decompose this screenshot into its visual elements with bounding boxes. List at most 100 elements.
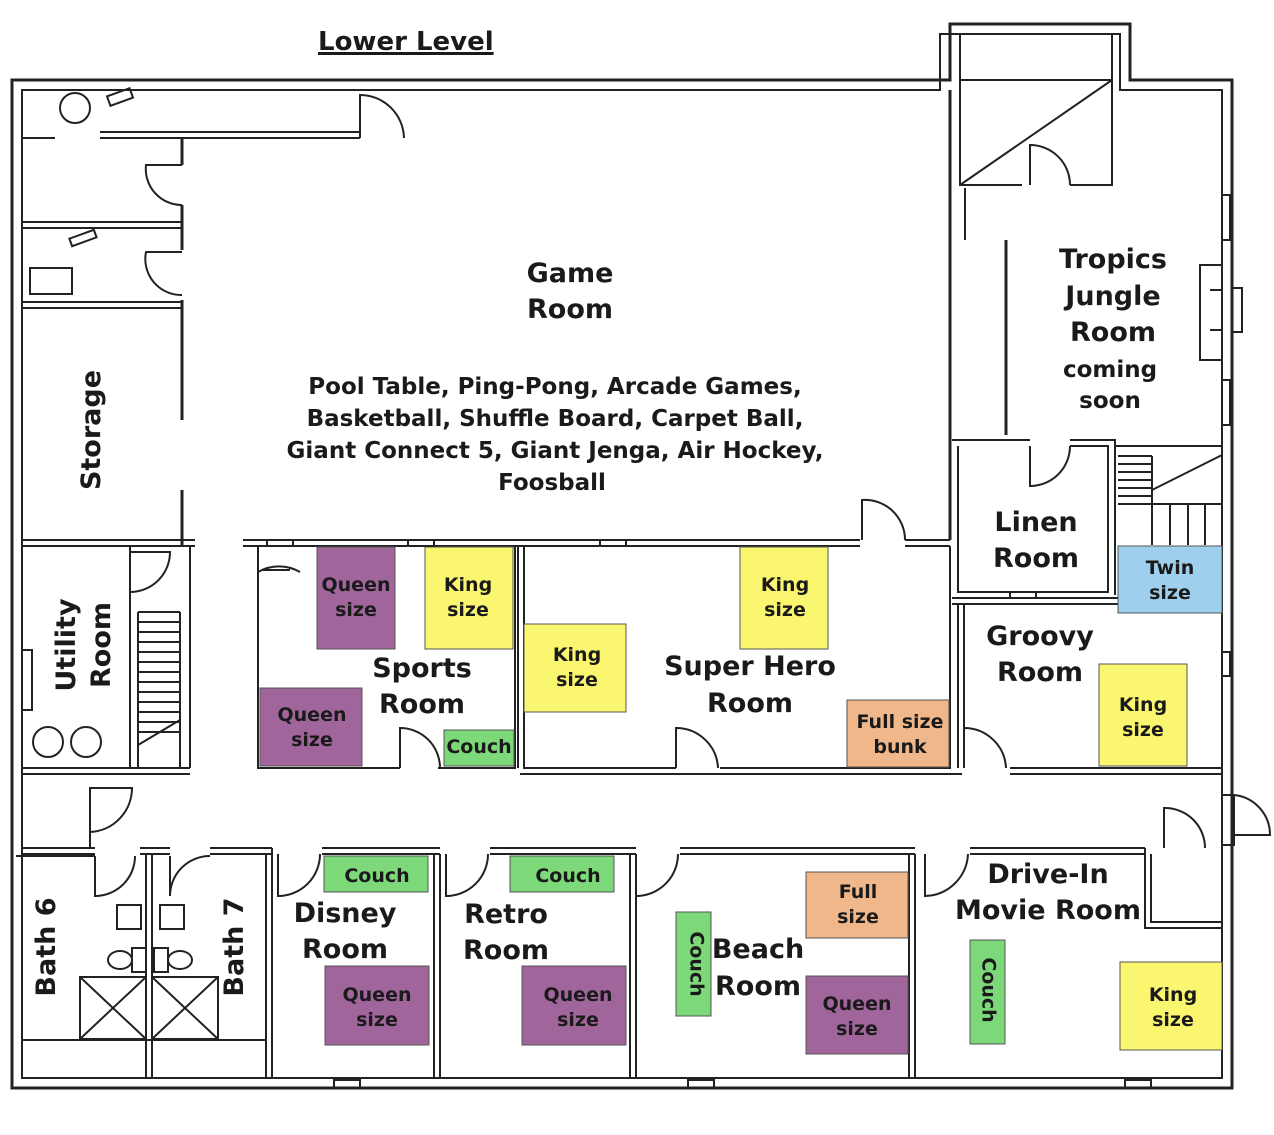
drive-in-room-walls: [924, 847, 1222, 929]
exit-door-frame: [1221, 794, 1235, 846]
groovy-king: King size: [1098, 663, 1188, 767]
super-hero-label-1: Super Hero: [664, 651, 836, 682]
drive-in-label-1: Drive-In: [987, 859, 1108, 890]
retro-label-2: Room: [463, 935, 549, 966]
couch-label: Couch: [344, 865, 409, 887]
drivein-king: King size: [1119, 961, 1223, 1051]
bed-label: Queen: [278, 704, 347, 726]
bed-queen: [324, 965, 430, 1046]
retro-queen: Queen size: [521, 965, 627, 1046]
couch: [443, 729, 515, 767]
bed-queen: [521, 965, 627, 1046]
vent-icon: [687, 1079, 715, 1089]
beach-queen: Queen size: [805, 975, 909, 1055]
hero-bunk: Full size bunk: [846, 699, 950, 768]
sports-queen-bottom: Queen size: [259, 687, 363, 767]
disney-label-2: Room: [302, 934, 388, 965]
groovy-twin: Twin size: [1117, 545, 1223, 614]
tropics-label-2: Jungle: [1063, 281, 1160, 312]
couch-label: Couch: [535, 865, 600, 887]
bed-label: size: [764, 599, 806, 621]
fireplace-icon: [1199, 264, 1223, 361]
outer-walls: [10, 22, 1234, 1090]
bed-label: King: [761, 574, 809, 596]
game-room-south-wall: [243, 498, 950, 547]
appliance-icon: [29, 267, 73, 295]
sports-couch: Couch: [443, 729, 515, 767]
disney-couch: Couch: [323, 855, 429, 893]
tropics-room-walls: [948, 90, 1243, 540]
washer-icon: [32, 726, 64, 758]
bed-label: Queen: [823, 993, 892, 1015]
utility-label-2: Room: [86, 602, 117, 688]
storage-label: Storage: [76, 370, 107, 490]
bed-king: [1119, 961, 1223, 1051]
dryer-icon: [70, 726, 102, 758]
shower-icon: [151, 976, 219, 1040]
tropics-label-5: soon: [1079, 388, 1141, 414]
bed-label: size: [1152, 1009, 1194, 1031]
groovy-label-1: Groovy: [986, 621, 1094, 652]
bed-label: size: [1149, 582, 1191, 604]
couch-label: Couch: [446, 736, 511, 758]
service-door[interactable]: [359, 93, 405, 139]
game-room-amenities-1: Pool Table, Ping-Pong, Arcade Games,: [308, 374, 801, 400]
bed-label: size: [556, 669, 598, 691]
sports-label-1: Sports: [372, 653, 472, 684]
bed-twin: [1117, 545, 1223, 614]
bed-king: [739, 546, 829, 650]
bath-walls: [16, 847, 273, 1078]
bed-label: size: [557, 1009, 599, 1031]
vent-icon: [105, 86, 135, 108]
disney-label-1: Disney: [294, 898, 397, 929]
retro-label-1: Retro: [464, 899, 548, 930]
water-heater-icon: [59, 92, 91, 124]
beach-couch: Couch: [675, 911, 712, 1017]
linen-label-1: Linen: [994, 507, 1077, 538]
drive-in-label-2: Movie Room: [955, 895, 1141, 926]
utility-label-1: Utility: [51, 598, 82, 692]
tropics-label-1: Tropics: [1059, 244, 1167, 275]
bath6-label: Bath 6: [31, 897, 62, 996]
plan-title: Lower Level: [318, 27, 494, 57]
couch: [509, 855, 615, 893]
game-room-amenities-2: Basketball, Shuffle Board, Carpet Ball,: [307, 406, 804, 432]
retro-couch: Couch: [509, 855, 615, 893]
tropics-entry-box: [959, 34, 1113, 186]
bed-king: [1098, 663, 1188, 767]
bed-label: Full size: [857, 711, 944, 733]
hero-king-left: King size: [523, 623, 627, 713]
bed-label: Queen: [322, 574, 391, 596]
exit-door[interactable]: [1233, 794, 1272, 836]
sports-queen-top: Queen size: [316, 546, 396, 650]
tropics-label-3: Room: [1070, 317, 1156, 348]
game-room-amenities-3: Giant Connect 5, Giant Jenga, Air Hockey…: [287, 438, 824, 464]
super-hero-label-2: Room: [707, 688, 793, 719]
game-room-label-1: Game: [527, 258, 614, 289]
bed-queen: [805, 975, 909, 1055]
bed-label: size: [335, 599, 377, 621]
sports-label-2: Room: [379, 689, 465, 720]
groovy-room-walls: [957, 604, 1231, 775]
sink-icon: [116, 904, 142, 930]
sports-king: King size: [424, 546, 514, 650]
bed-label: Queen: [343, 984, 412, 1006]
bed-label: Queen: [544, 984, 613, 1006]
bath7-label: Bath 7: [219, 897, 250, 996]
shower-icon: [79, 976, 147, 1040]
bed-label: King: [444, 574, 492, 596]
sports-room-walls: [257, 546, 519, 769]
bed-label: size: [447, 599, 489, 621]
vent-icon: [1124, 1079, 1152, 1089]
sink-icon: [159, 904, 185, 930]
hero-king-top: King size: [739, 546, 829, 650]
bed-label: size: [837, 906, 879, 928]
main-stairs: [1115, 445, 1223, 545]
couch-label: Couch: [686, 931, 708, 996]
disney-queen: Queen size: [324, 965, 430, 1046]
groovy-label-2: Room: [997, 657, 1083, 688]
toilet-icon: [131, 947, 147, 973]
couch: [675, 911, 712, 1017]
couch-label: Couch: [978, 957, 1000, 1022]
bed-label: size: [291, 729, 333, 751]
